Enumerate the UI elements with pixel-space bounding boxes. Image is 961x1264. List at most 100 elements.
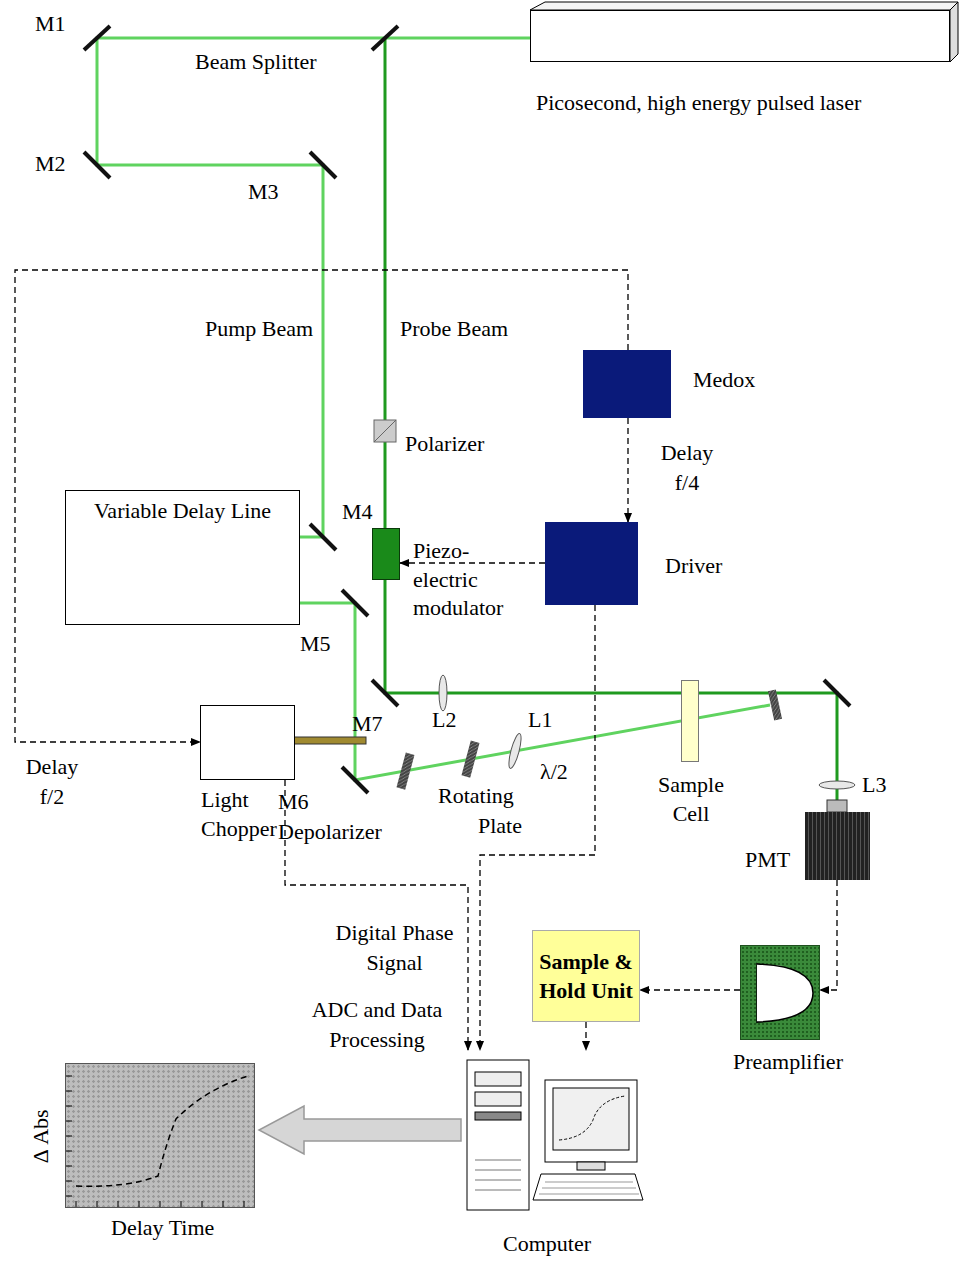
part-label: M5 [300,630,331,659]
node-text: Driver [665,552,722,581]
laser-top [530,2,958,10]
chopper-box: Light Chopper [200,705,295,780]
pump-beam [97,38,530,537]
part-label: M1 [35,10,66,39]
vent-line [475,1190,521,1191]
axis-tick [76,1201,77,1207]
axis-tick [66,1121,72,1122]
sample-cell: Sample Cell [681,680,699,762]
pmt-box: PMT [805,812,870,880]
axis-tick [181,1201,182,1207]
lens [819,781,855,789]
key-row [542,1188,636,1189]
key-row [545,1182,633,1183]
beam-block [768,689,782,720]
node-text: Sample & Hold Unit [533,942,639,1011]
pmt-window [827,800,847,812]
axis-tick [66,1076,72,1077]
polarizer [374,420,396,442]
part-label: Rotating [438,782,514,811]
amplifier-outline [757,964,813,1022]
axis-tick [66,1196,72,1197]
part-label: M2 [35,150,66,179]
computer-illustration [465,1050,645,1215]
delay-line-box: Variable Delay Line [65,490,300,625]
part-label: Plate [478,812,522,841]
signal-line [585,1022,586,1050]
vent-line [475,1180,521,1181]
axis-tick [66,1106,72,1107]
computer: Computer [465,1050,645,1215]
part-label: M6 [278,788,309,817]
axis-tick [244,1201,245,1207]
computer-tower [467,1060,529,1210]
axis-tick [66,1166,72,1167]
node-text: Δ Abs [27,1109,56,1163]
piezo-modulator: Piezo- electric modulator [372,528,400,580]
depolarizer [396,753,414,790]
preamplifier-box: Preamplifier [740,945,820,1040]
signal-line [15,270,628,742]
rotating-plate [461,741,479,778]
node-text: Medox [693,366,755,395]
part-label: M7 [352,710,383,739]
result-graph: Δ AbsDelay Time [65,1063,255,1208]
monitor-stand [577,1162,605,1170]
node-text: Sample Cell [646,771,736,828]
signal-line [640,989,740,990]
part-label: λ/2 [540,758,568,787]
drive-bay [475,1072,521,1086]
laser-box: Picosecond, high energy pulsed laser [530,10,950,62]
vent-line [475,1160,521,1161]
vent-line [475,1170,521,1171]
signal-line [820,880,837,990]
graph-curve [76,1076,248,1186]
key-row [539,1194,639,1195]
lens [506,733,523,770]
node-text: Delay Time [111,1214,214,1243]
screen-curve [559,1096,625,1140]
signal-label: ADC and Data Processing [300,995,454,1054]
signal-label: Delay f/2 [10,752,94,811]
monitor-screen [553,1088,629,1150]
part-label: L3 [862,771,886,800]
axis-tick [66,1151,72,1152]
node-text: Picosecond, high energy pulsed laser [536,89,956,118]
node-text: Variable Delay Line [66,491,299,532]
driver-box: Driver [545,522,638,605]
part-label: Polarizer [405,430,484,459]
part-label: M3 [248,178,279,207]
part-label: L2 [432,706,456,735]
signal-label: Digital Phase Signal [330,918,459,977]
axis-tick [223,1201,224,1207]
part-label: M4 [342,498,373,527]
axis-tick [66,1091,72,1092]
axis-tick [66,1181,72,1182]
drive-bay [475,1092,521,1106]
axis-tick [97,1201,98,1207]
medox-box: Medox [583,350,671,418]
mirrors [84,26,850,793]
data-flow-arrow [259,1106,461,1154]
node-text: Piezo- electric modulator [413,537,531,623]
part-label: L1 [528,706,552,735]
part-label: Depolarizer [278,818,382,847]
node-text: Preamplifier [733,1048,843,1077]
drive-slot [475,1112,521,1120]
probe-beam [385,38,837,805]
node-text: PMT [745,846,790,875]
axis-tick [202,1201,203,1207]
part-label: Pump Beam [205,315,313,344]
signal-label: Delay f/4 [650,438,724,497]
graph-plot [66,1064,254,1207]
keyboard [533,1174,643,1200]
lens [439,675,447,711]
axis-tick [139,1201,140,1207]
part-label: Probe Beam [400,315,508,344]
part-label: Beam Splitter [195,48,317,77]
signal-line [627,418,628,522]
sample-hold-box: Sample & Hold Unit [532,930,640,1022]
polarizer-diagonal [374,420,396,442]
axis-tick [118,1201,119,1207]
